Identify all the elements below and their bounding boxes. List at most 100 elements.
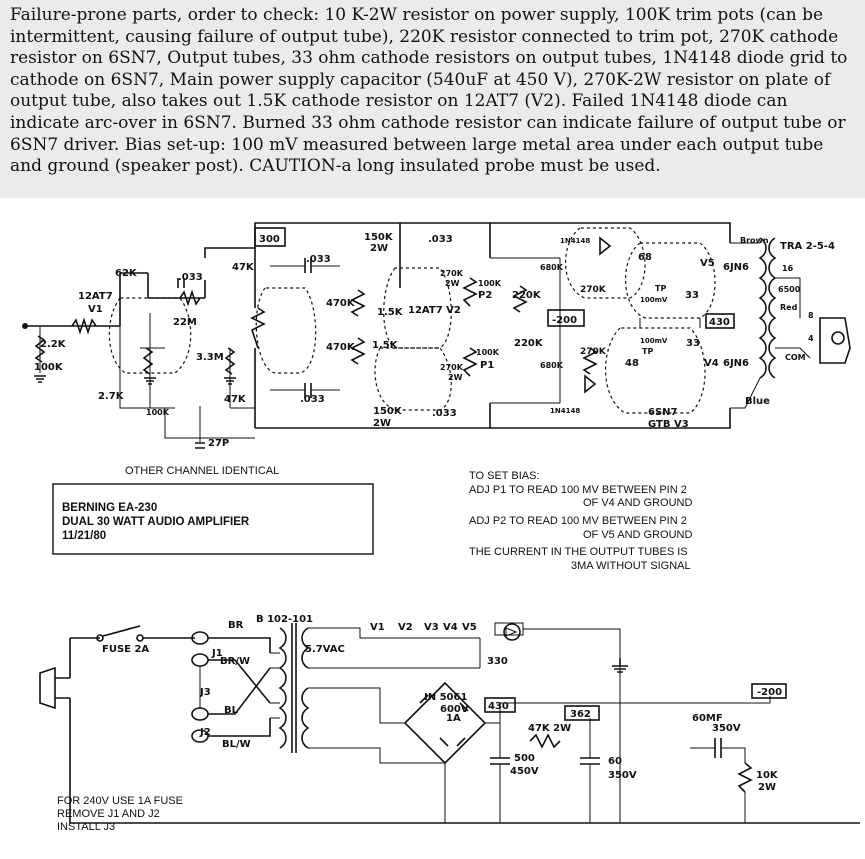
label-680k-a: 680K: [540, 263, 564, 272]
fuse-note: FOR 240V USE 1A FUSE REMOVE J1 AND J2 IN…: [57, 795, 183, 833]
label-j3: J3: [199, 687, 211, 698]
label-c500: 500: [514, 753, 535, 764]
label-12at7-v1: 12AT7: [78, 291, 113, 302]
label-47k-a: 47K: [232, 262, 255, 273]
bias-heading: TO SET BIAS:: [469, 470, 540, 482]
label-v4-heater: V4: [443, 622, 458, 633]
label-v3-heater: V3: [424, 622, 439, 633]
title-line-3: 11/21/80: [62, 530, 106, 542]
label-60mf: 60MF: [692, 713, 723, 724]
label-2w-top: 2W: [370, 243, 388, 254]
label-v2-heater: V2: [398, 622, 413, 633]
label-470k-a: 470K: [326, 298, 356, 309]
bias-p2-line2: OF V5 AND GROUND: [583, 529, 692, 541]
label-2-2k: 2.2K: [40, 339, 67, 350]
power-supply-labels: FUSE 2A J1 J2 J3 BR BR/W BL BL/W B 102-1…: [102, 614, 782, 793]
label-680k-b: 680K: [540, 361, 564, 370]
label-bl: BL: [224, 705, 239, 716]
label-10k: 10K: [756, 770, 779, 781]
label-350v-b: 350V: [712, 723, 741, 734]
label-c450v: 450V: [510, 766, 539, 777]
notes-text: Failure-prone parts, order to check: 10 …: [10, 5, 848, 177]
label-220k-a: 220K: [512, 290, 542, 301]
label-1n4148-b: 1N4148: [550, 407, 580, 415]
label-v4: V4: [704, 358, 719, 369]
label-minus-200: -200: [552, 315, 577, 326]
label-48: 48: [625, 358, 639, 369]
label-2w-bot: 2W: [373, 418, 391, 429]
label-blue: Blue: [745, 396, 770, 407]
label-c60: 60: [608, 756, 622, 767]
label-c033-in: .033: [178, 272, 203, 283]
label-heater: 5.7VAC: [305, 644, 345, 655]
label-com: COM: [785, 353, 806, 362]
label-xfmr: B 102-101: [256, 614, 313, 625]
label-c033-a: .033: [306, 254, 331, 265]
schematic-diagram: 62K .033 12AT7 V1 22M 2.2K 100K 3.3M 2.7…: [22, 222, 860, 833]
label-2w-b: 2W: [448, 373, 463, 382]
label-470k-b: 470K: [326, 342, 356, 353]
label-tap-6500: 6500: [778, 285, 801, 294]
label-c033-bot: .033: [432, 408, 457, 419]
label-300: 300: [259, 234, 280, 245]
label-47k-2w: 47K 2W: [528, 723, 571, 734]
label-270k-c: 270K: [580, 285, 607, 295]
fuse-note-line2: REMOVE J1 AND J2: [57, 808, 160, 820]
label-6sn7: 6SN7: [648, 407, 678, 418]
label-1n4148-a: 1N4148: [560, 237, 590, 245]
fuse-note-line3: INSTALL J3: [57, 821, 115, 833]
label-bl-w: BL/W: [222, 739, 251, 750]
label-47k-b: 47K: [224, 394, 247, 405]
label-diode-a: 1A: [446, 713, 461, 724]
label-100mv-a: 100mV: [640, 296, 668, 304]
power-supply-circuit: [39, 622, 860, 824]
label-red: Red: [780, 303, 798, 312]
label-150k-bot: 150K: [373, 406, 403, 417]
label-100k-p2: 100K: [478, 279, 502, 288]
label-v5: V5: [700, 258, 715, 269]
label-fuse: FUSE 2A: [102, 644, 149, 655]
label-2w-a: 2W: [445, 279, 460, 288]
label-270k-2w-b: 270K: [440, 363, 464, 372]
label-brown: Brown: [740, 236, 769, 245]
label-220k-b: 220K: [514, 338, 544, 349]
label-v5-heater: V5: [462, 622, 477, 633]
bias-notes: TO SET BIAS: ADJ P1 TO READ 100 MV BETWE…: [469, 470, 692, 572]
bias-p2-line1: ADJ P2 TO READ 100 MV BETWEEN PIN 2: [469, 515, 687, 527]
title-line-2: DUAL 30 WATT AUDIO AMPLIFIER: [62, 516, 250, 528]
bias-current-line2: 3MA WITHOUT SIGNAL: [571, 560, 691, 572]
label-tra: TRA 2-5-4: [780, 241, 835, 252]
label-tp-b: TP: [642, 347, 653, 356]
label-j2: J2: [199, 727, 211, 738]
label-b430: 430: [488, 701, 509, 712]
label-pot-100k: 100K: [146, 408, 170, 417]
label-gtb-v3: GTB V3: [648, 419, 689, 430]
label-b362: 362: [570, 709, 591, 720]
label-1-5k-a: 1.5K: [377, 307, 404, 318]
label-tp-a: TP: [655, 284, 666, 293]
label-33-b: 33: [686, 338, 700, 349]
label-100mv-b: 100mV: [640, 337, 668, 345]
label-330: 330: [487, 656, 508, 667]
label-6jn6-a: 6JN6: [723, 262, 749, 273]
label-2-7k: 2.7K: [98, 391, 125, 402]
label-6jn6-b: 6JN6: [723, 358, 749, 369]
label-p1: P1: [480, 360, 494, 371]
label-br: BR: [228, 620, 244, 631]
label-tap-8: 8: [808, 311, 814, 320]
label-100k-p1: 100K: [476, 348, 500, 357]
label-c033-top: .033: [428, 234, 453, 245]
label-1-5k-b: 1.5K: [372, 340, 399, 351]
label-3-3m: 3.3M: [196, 352, 224, 363]
label-br-w: BR/W: [220, 656, 250, 667]
label-150k-top: 150K: [364, 232, 394, 243]
other-channel-note: OTHER CHANNEL IDENTICAL: [125, 465, 279, 477]
amplifier-circuit: [22, 222, 851, 449]
label-v1-heater: V1: [370, 622, 385, 633]
label-270k-2w-a: 270K: [440, 269, 464, 278]
label-10k-2w: 2W: [758, 782, 776, 793]
label-c033-b: .033: [300, 394, 325, 405]
label-100k-in: 100K: [34, 362, 64, 373]
label-33-a: 33: [685, 290, 699, 301]
title-block-frame: [52, 483, 374, 555]
